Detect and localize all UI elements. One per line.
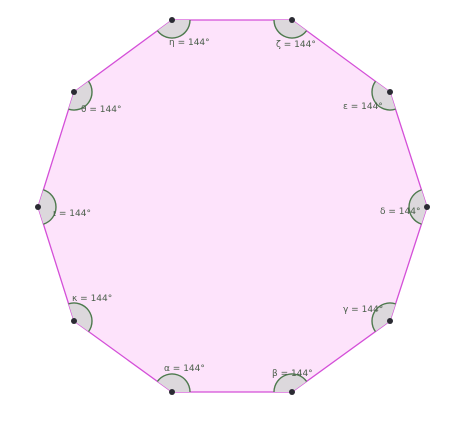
angle-label-zeta: ζ = 144° — [276, 40, 316, 50]
angle-sector-zeta — [274, 20, 307, 39]
vertex-point[interactable] — [169, 17, 175, 23]
angle-arc-kappa — [68, 302, 93, 332]
angle-sector-delta — [409, 189, 427, 225]
vertex-point[interactable] — [169, 389, 175, 395]
angle-arc-eta — [156, 19, 191, 39]
angle-label-alpha: α = 144° — [164, 364, 205, 374]
angle-sector-epsilon — [371, 81, 396, 110]
angle-sector-kappa — [68, 303, 92, 332]
vertex-point[interactable] — [424, 204, 430, 210]
angle-sector-iota — [38, 189, 56, 225]
angle-arc-beta — [273, 373, 308, 393]
vertex-point[interactable] — [71, 318, 77, 324]
angle-arc-theta — [68, 80, 93, 111]
angle-labels: α = 144° β = 144° γ = 144° δ = 144° ε = … — [53, 38, 420, 379]
angle-label-theta: θ = 144° — [81, 105, 121, 115]
vertex-point[interactable] — [289, 17, 295, 23]
angle-sector-theta — [68, 81, 93, 111]
vertex-point[interactable] — [289, 389, 295, 395]
vertex-point[interactable] — [35, 204, 41, 210]
angle-arc-alpha — [156, 373, 191, 393]
angle-arc-gamma — [371, 302, 396, 332]
angle-label-iota: ι = 144° — [53, 209, 91, 219]
vertex-point[interactable] — [71, 89, 77, 95]
angle-sector-gamma — [371, 302, 396, 332]
angle-arc-delta — [408, 189, 422, 225]
angle-label-eta: η = 144° — [169, 38, 210, 48]
angle-label-gamma: γ = 144° — [343, 305, 383, 315]
vertex-point[interactable] — [387, 89, 393, 95]
angle-sector-beta — [274, 373, 307, 392]
vertex-point[interactable] — [387, 318, 393, 324]
angle-label-kappa: κ = 144° — [72, 294, 112, 304]
angle-label-epsilon: ε = 144° — [343, 102, 383, 112]
angle-arc-iota — [43, 189, 57, 225]
angle-sector-alpha — [157, 373, 191, 392]
angle-label-beta: β = 144° — [272, 369, 313, 379]
angle-arc-zeta — [273, 19, 308, 39]
angle-label-delta: δ = 144° — [380, 207, 420, 217]
decagon-polygon — [37, 19, 428, 393]
angle-arcs — [38, 19, 427, 393]
angle-arc-epsilon — [371, 80, 396, 111]
angle-sector-eta — [157, 20, 190, 39]
vertices — [35, 17, 430, 395]
